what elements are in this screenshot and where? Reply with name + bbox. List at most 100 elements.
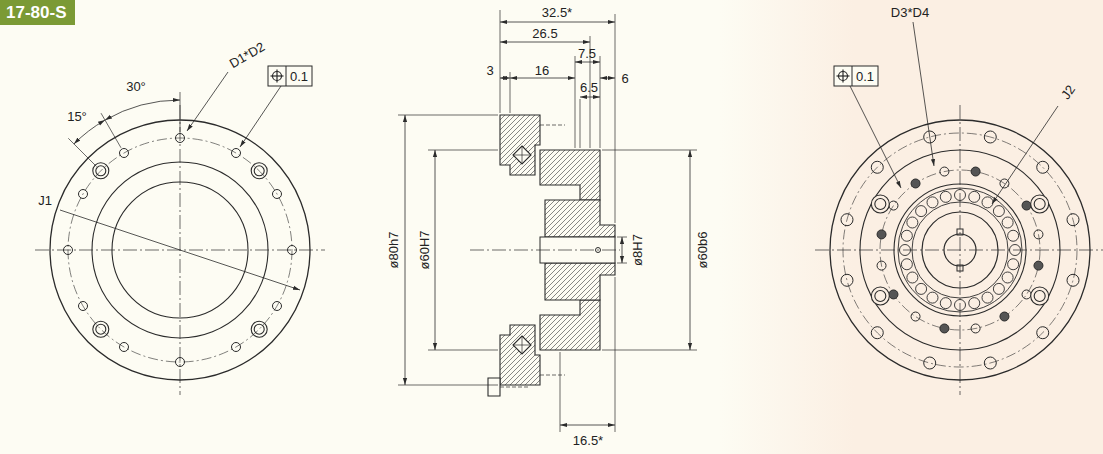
illustration xyxy=(35,10,1103,432)
flange-outline xyxy=(50,120,310,380)
bearing-ball xyxy=(993,206,1004,217)
output-hole xyxy=(877,261,886,270)
extension-line xyxy=(398,115,498,116)
leader-line xyxy=(992,106,1058,204)
counterbore-hole xyxy=(1031,195,1049,213)
counterbore-hole xyxy=(93,321,109,337)
flexspline-section xyxy=(540,150,600,200)
extension-line xyxy=(500,10,501,113)
dimension-value: 7.5 xyxy=(577,47,597,60)
bolt-shank xyxy=(540,375,565,376)
bearing-ball xyxy=(901,230,912,241)
mounting-hole xyxy=(79,302,88,311)
bearing-roller xyxy=(513,336,531,354)
extension-line xyxy=(68,138,96,166)
bolt-circle xyxy=(880,170,1040,330)
dimension-value: 16 xyxy=(534,64,550,77)
tolerance-frame xyxy=(834,66,878,86)
bearing-ball xyxy=(907,217,918,228)
bearing-roller xyxy=(513,146,531,164)
dimension-line xyxy=(690,150,691,350)
output-hole xyxy=(889,201,898,210)
mounting-hole xyxy=(120,149,129,158)
diameter-value: ø60H7 xyxy=(418,229,431,270)
dimension-line xyxy=(560,425,615,426)
bearing-ball xyxy=(955,300,966,311)
counterbore-hole xyxy=(871,195,889,213)
bearing-ball xyxy=(982,197,993,208)
output-hole xyxy=(1034,230,1043,239)
counterbore-hole xyxy=(1034,199,1045,210)
bearing-ball xyxy=(1002,217,1013,228)
diameter-callout: J2 xyxy=(1058,82,1078,102)
housing-section xyxy=(500,325,540,385)
mounting-hole xyxy=(1067,274,1079,286)
bolt-head xyxy=(488,378,500,396)
tolerance-value: 0.1 xyxy=(289,70,309,83)
mounting-hole xyxy=(272,302,281,311)
output-hole xyxy=(1034,261,1043,270)
mounting-hole xyxy=(1037,327,1049,339)
mounting-hole xyxy=(232,342,241,351)
dimension-line xyxy=(405,115,406,385)
mounting-hole xyxy=(272,190,281,199)
diameter-value: ø80h7 xyxy=(387,231,400,270)
extension-line xyxy=(580,99,581,148)
dimension-value: 16.5* xyxy=(572,434,604,447)
dimension-line xyxy=(600,78,615,79)
extension-line xyxy=(428,150,498,151)
bearing-ball xyxy=(982,292,993,303)
bearing-ball xyxy=(969,298,980,309)
bolt-circle xyxy=(843,133,1077,367)
counterbore-hole xyxy=(871,287,889,305)
output-hole xyxy=(971,167,980,176)
counterbore-hole xyxy=(1031,287,1049,305)
output-hole xyxy=(1022,201,1031,210)
output-hole xyxy=(889,290,898,299)
mounting-hole xyxy=(984,357,996,369)
mounting-hole xyxy=(64,246,73,255)
extension-line xyxy=(428,350,498,351)
angle-arc xyxy=(105,100,180,120)
counterbore-hole xyxy=(875,199,886,210)
bearing-ball xyxy=(916,283,927,294)
angle-value: 30° xyxy=(125,80,147,93)
wave-generator-section xyxy=(545,200,615,237)
extension-line xyxy=(398,385,498,386)
mounting-hole xyxy=(176,134,185,143)
diameter-value: ø8H7 xyxy=(631,233,644,267)
position-symbol xyxy=(276,70,277,83)
extension-line xyxy=(180,92,181,132)
drawing-title: 17-80-S xyxy=(0,0,75,25)
output-hole xyxy=(940,324,949,333)
leader-line xyxy=(187,72,228,131)
dimension-line xyxy=(500,78,510,79)
mounting-hole xyxy=(120,342,129,351)
bearing-ball xyxy=(916,206,927,217)
dimension-line xyxy=(510,78,575,79)
diameter-value: ø60b6 xyxy=(696,231,709,270)
keyway xyxy=(957,265,963,271)
extension-line xyxy=(575,56,576,148)
bearing-ball xyxy=(1002,272,1013,283)
wave-generator-section xyxy=(545,263,615,300)
dimension-line xyxy=(575,62,600,63)
leader-line xyxy=(850,86,901,188)
dimension-value: 26.5 xyxy=(531,27,558,40)
bearing-ball xyxy=(993,283,1004,294)
output-hole xyxy=(911,179,920,188)
tolerance-value: 0.1 xyxy=(855,70,875,83)
hole-callout: D1*D2 xyxy=(226,39,267,70)
mounting-hole xyxy=(1067,214,1079,226)
tolerance-divider xyxy=(286,66,287,86)
dimension-value: 3 xyxy=(485,64,494,77)
dimension-value: 6 xyxy=(620,72,629,85)
extension-line xyxy=(600,56,601,148)
dimension-value: 6.5 xyxy=(579,81,599,94)
output-hole xyxy=(971,324,980,333)
bearing-ball xyxy=(1010,245,1021,256)
bearing-race xyxy=(898,188,1022,312)
center-line xyxy=(470,250,620,251)
